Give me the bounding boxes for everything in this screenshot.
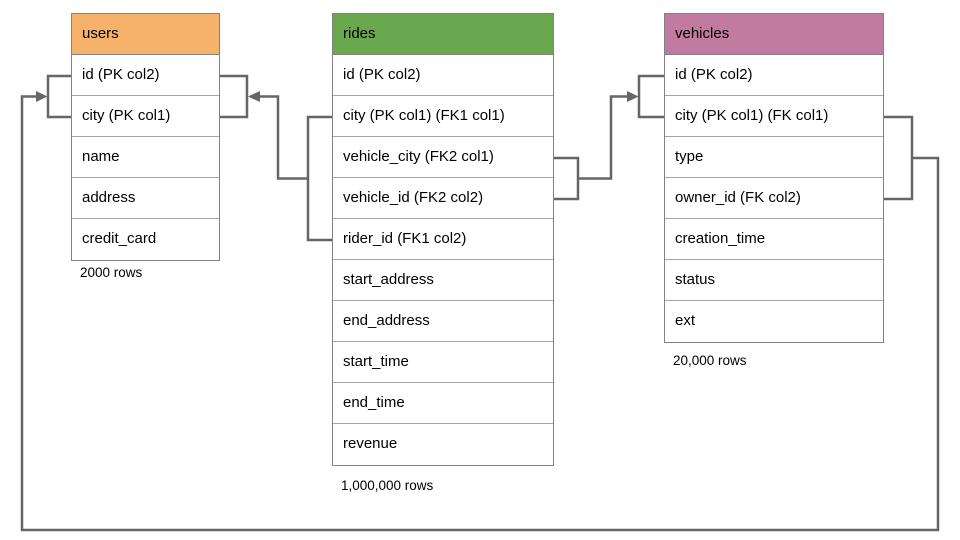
table-rides-column-start-address: start_address (333, 260, 553, 301)
vehicles-left-bracket[interactable] (637, 74, 664, 119)
table-rides-column-start-time: start_time (333, 342, 553, 383)
table-vehicles-column-type: type (665, 137, 883, 178)
arrow-right-icon (36, 91, 48, 102)
table-users-column-name: name (72, 137, 219, 178)
users-left-bracket[interactable] (46, 74, 71, 119)
table-vehicles-column-creation-time: creation_time (665, 219, 883, 260)
table-vehicles-column-city: city (PK col1) (FK col1) (665, 96, 883, 137)
table-rides-column-vehicle-city: vehicle_city (FK2 col1) (333, 137, 553, 178)
arrow-right-icon (627, 91, 639, 102)
fk2-rides-to-vehicles-connector[interactable] (578, 95, 628, 180)
arrow-left-icon (248, 91, 260, 102)
table-users-column-city: city (PK col1) (72, 96, 219, 137)
rides-right-bracket[interactable] (554, 156, 580, 201)
table-vehicles-column-ext: ext (665, 301, 883, 342)
table-rides-column-rider-id: rider_id (FK1 col2) (333, 219, 553, 260)
fk-vehicles-to-users-connector[interactable] (20, 95, 940, 532)
fk1-rides-to-users-connector[interactable] (259, 95, 308, 180)
table-rides-column-id: id (PK col2) (333, 55, 553, 96)
table-users-column-address: address (72, 178, 219, 219)
users-right-bracket[interactable] (220, 74, 249, 119)
table-vehicles-column-id: id (PK col2) (665, 55, 883, 96)
vehicles-right-bracket[interactable] (884, 115, 914, 201)
table-rides-column-end-address: end_address (333, 301, 553, 342)
table-vehicles[interactable]: vehicles id (PK col2) city (PK col1) (FK… (664, 13, 884, 343)
table-vehicles-rowcount: 20,000 rows (673, 353, 747, 368)
table-rides-rowcount: 1,000,000 rows (341, 478, 434, 493)
table-vehicles-column-status: status (665, 260, 883, 301)
table-users-header: users (72, 14, 219, 55)
table-vehicles-column-owner-id: owner_id (FK col2) (665, 178, 883, 219)
table-rides[interactable]: rides id (PK col2) city (PK col1) (FK1 c… (332, 13, 554, 466)
table-users-rowcount: 2000 rows (80, 265, 143, 280)
table-vehicles-header: vehicles (665, 14, 883, 55)
rides-left-bracket[interactable] (306, 115, 332, 242)
table-rides-column-vehicle-id: vehicle_id (FK2 col2) (333, 178, 553, 219)
table-users-column-credit-card: credit_card (72, 219, 219, 260)
table-rides-column-city: city (PK col1) (FK1 col1) (333, 96, 553, 137)
table-rides-column-revenue: revenue (333, 424, 553, 465)
table-rides-header: rides (333, 14, 553, 55)
table-users[interactable]: users id (PK col2) city (PK col1) name a… (71, 13, 220, 261)
table-users-column-id: id (PK col2) (72, 55, 219, 96)
table-rides-column-end-time: end_time (333, 383, 553, 424)
